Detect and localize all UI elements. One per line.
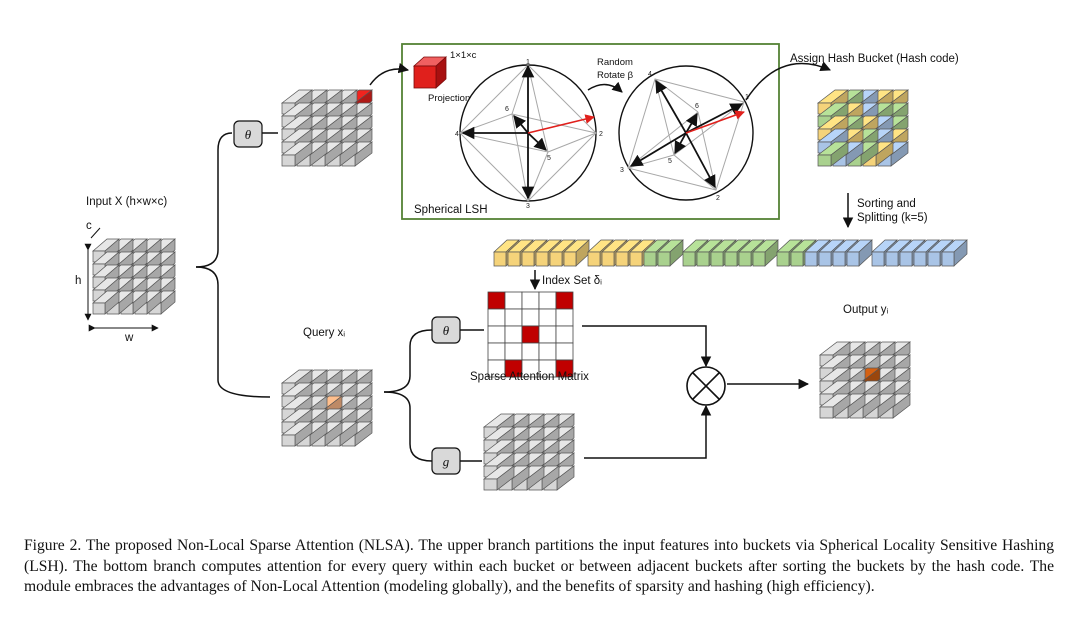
feature-cell — [818, 393, 852, 419]
matrix-cell — [487, 308, 506, 327]
output-feature-cube — [818, 341, 912, 419]
sorting-label-1: Sorting and — [857, 198, 916, 210]
cube-to-projection-arrow — [369, 62, 410, 86]
g-op-box — [431, 447, 461, 475]
sorted-bucket-strip — [493, 239, 968, 267]
matrix-cell — [538, 308, 557, 327]
matrix-cell — [555, 342, 574, 361]
theta-op-label-upper: θ — [245, 127, 252, 142]
c2-tick-2: 2 — [716, 195, 720, 202]
sorting-label-2: Splitting (k=5) — [857, 212, 928, 224]
projection-label: Projection — [428, 93, 470, 104]
matrix-cell — [555, 359, 574, 378]
matrix-cell — [538, 325, 557, 344]
dim-c-arrow — [90, 227, 101, 239]
theta-op-box-lower — [431, 316, 461, 344]
matrix-cell — [487, 291, 506, 310]
bucket-cell — [657, 239, 684, 267]
brace-upper-connector — [195, 132, 233, 268]
c1-tick-3: 3 — [526, 203, 530, 210]
matrix-cell — [504, 342, 523, 361]
theta-op-box-upper — [233, 120, 263, 148]
matrix-cell — [521, 291, 540, 310]
feature-cell — [816, 141, 850, 167]
query-to-g-connector — [383, 391, 433, 462]
matrix-cell — [555, 325, 574, 344]
g-to-multiply-arrow — [584, 404, 712, 459]
c2-tick-3: 3 — [620, 167, 624, 174]
matrix-cell — [487, 325, 506, 344]
assign-hash-arrow — [745, 61, 831, 101]
matrix-cell — [504, 308, 523, 327]
spherical-lsh-frame — [401, 43, 780, 220]
matrix-cell — [538, 342, 557, 361]
output-label: Output yᵢ — [843, 304, 888, 316]
feature-cell — [280, 141, 314, 167]
c1-tick-6: 6 — [505, 106, 509, 113]
random-label: Random — [597, 57, 633, 68]
c2-tick-6: 6 — [695, 103, 699, 110]
bucket-cell — [563, 239, 590, 267]
c1-tick-4: 4 — [455, 131, 459, 138]
figure-caption: Figure 2. The proposed Non-Local Sparse … — [24, 537, 1054, 595]
c1-tick-1: 1 — [526, 59, 530, 66]
assign-hash-label: Assign Hash Bucket (Hash code) — [790, 53, 959, 65]
query-label: Query xᵢ — [303, 327, 345, 339]
theta-feature-cube — [280, 89, 374, 167]
query-to-theta-connector — [383, 329, 433, 393]
matrix-cell — [538, 291, 557, 310]
matrix-to-multiply-arrow — [582, 325, 712, 368]
index-set-label: Index Set δᵢ — [542, 275, 602, 287]
matmul-icon — [686, 366, 726, 406]
matrix-cell — [555, 291, 574, 310]
feature-cell — [280, 421, 314, 447]
brace-lower-connector — [195, 266, 271, 398]
feature-cell — [482, 465, 516, 491]
bucket-cell — [941, 239, 968, 267]
projection-vector-icon — [412, 56, 448, 89]
c2-tick-5: 5 — [668, 158, 672, 165]
theta-op-label-lower: θ — [443, 323, 450, 338]
c2-tick-4: 4 — [648, 71, 652, 78]
sparse-attention-matrix — [487, 291, 574, 378]
matrix-cell — [504, 325, 523, 344]
nlsa-diagram: Input X (h×w×c) c h w θ Spherical LSH 1×… — [75, 43, 968, 491]
c1-tick-2: 2 — [599, 131, 603, 138]
sparse-matrix-label: Sparse Attention Matrix — [470, 371, 589, 383]
sphere-before-rotation — [459, 64, 597, 202]
g-feature-cube — [482, 413, 576, 491]
input-label: Input X (h×w×c) — [86, 196, 167, 208]
matrix-cell — [521, 342, 540, 361]
query-feature-cube — [280, 369, 374, 447]
g-op-label: g — [443, 454, 450, 469]
matrix-cell — [487, 342, 506, 361]
spherical-lsh-label: Spherical LSH — [414, 204, 488, 216]
projection-dim-label: 1×1×c — [450, 50, 477, 61]
dim-h-label: h — [75, 275, 81, 287]
input-feature-cube — [92, 238, 176, 315]
hash-bucket-cube — [816, 89, 910, 167]
matrix-cell — [521, 308, 540, 327]
dim-w-label: w — [124, 332, 134, 344]
rotate-label: Rotate β — [597, 70, 634, 81]
feature-cell — [92, 290, 120, 315]
random-rotate-arrow — [587, 81, 623, 93]
dim-c-label: c — [86, 220, 92, 232]
matrix-cell — [521, 325, 540, 344]
c1-tick-5: 5 — [547, 155, 551, 162]
sphere-after-rotation — [618, 65, 754, 201]
matrix-cell — [504, 291, 523, 310]
matrix-cell — [555, 308, 574, 327]
